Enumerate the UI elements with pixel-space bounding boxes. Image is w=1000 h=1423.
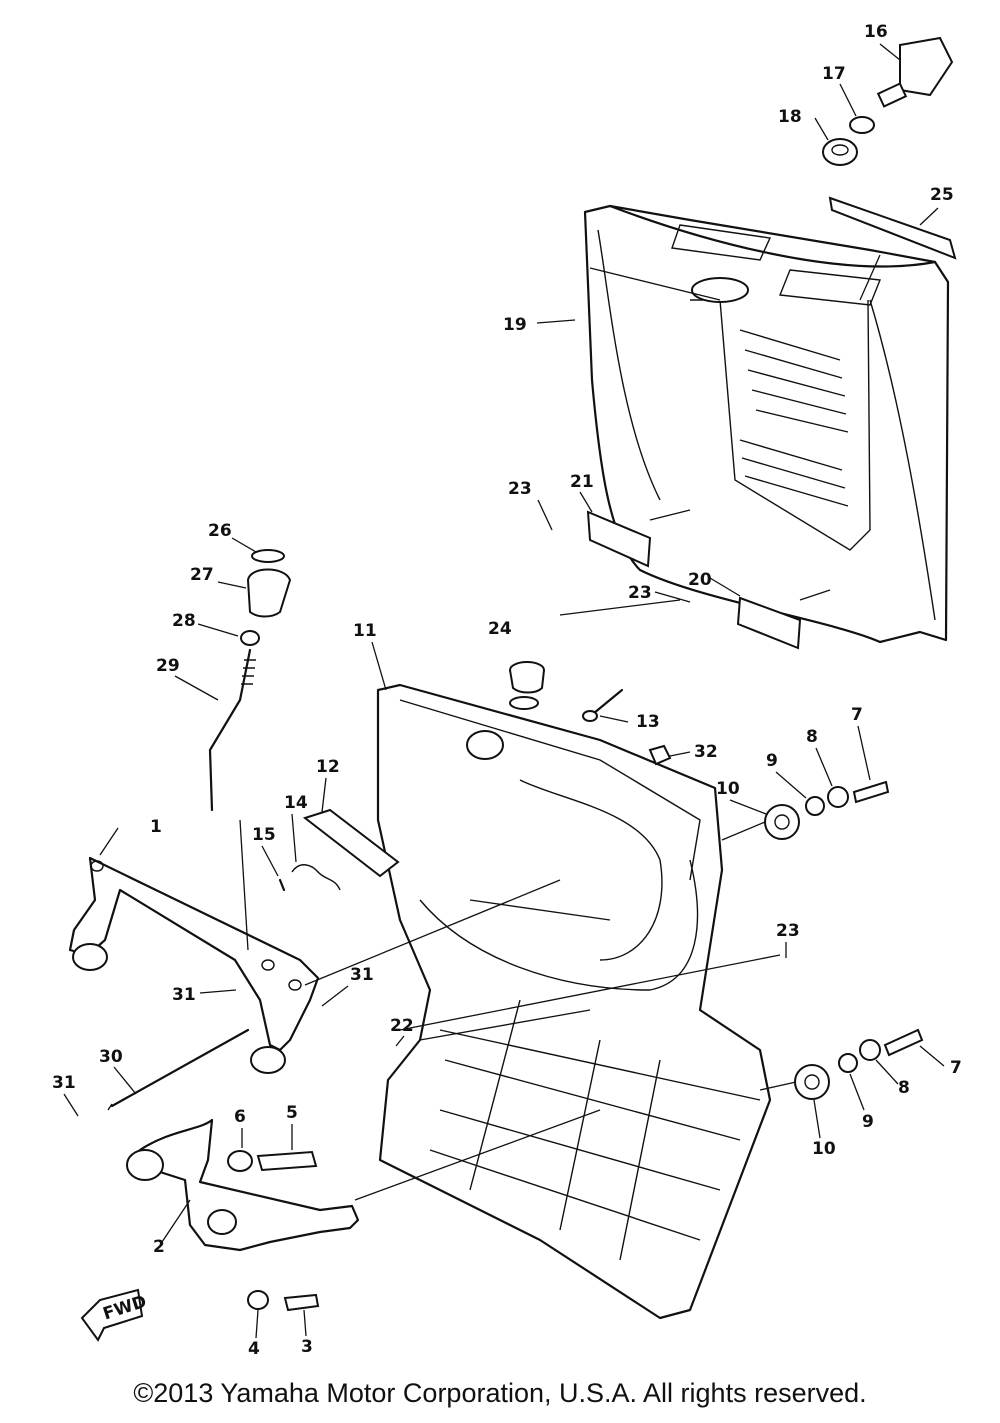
callout-13: 13	[636, 712, 660, 732]
callout-31a: 31	[172, 985, 196, 1005]
callout-31c: 31	[52, 1073, 76, 1093]
callout-23c: 23	[776, 921, 800, 941]
callout-17: 17	[822, 64, 846, 84]
arm-2	[126, 1118, 360, 1312]
callout-32: 32	[694, 742, 718, 762]
callout-8a: 8	[806, 727, 818, 747]
callout-leaders	[63, 43, 945, 1339]
callout-10b: 10	[812, 1139, 836, 1159]
callout-27: 27	[190, 565, 214, 585]
callout-29: 29	[156, 656, 180, 676]
callout-22: 22	[390, 1016, 414, 1036]
knob-assembly-top	[822, 36, 954, 166]
callout-23b: 23	[628, 583, 652, 603]
shift-knob-assembly	[208, 549, 292, 812]
knob-24	[509, 661, 545, 694]
callout-10a: 10	[716, 779, 740, 799]
nut-32	[648, 744, 672, 766]
callout-31b: 31	[350, 965, 374, 985]
callout-19: 19	[503, 315, 527, 335]
callout-3: 3	[301, 1337, 313, 1357]
gasket-12	[302, 808, 400, 878]
callout-24: 24	[488, 619, 512, 639]
callout-26: 26	[208, 521, 232, 541]
callout-2: 2	[153, 1237, 165, 1257]
spring-14	[291, 864, 341, 891]
callout-4: 4	[248, 1339, 260, 1359]
pin-15	[278, 878, 286, 892]
callout-9a: 9	[766, 751, 778, 771]
callout-11: 11	[353, 621, 377, 641]
copyright-notice: ©2013 Yamaha Motor Corporation, U.S.A. A…	[133, 1378, 867, 1408]
gasket-25	[828, 196, 957, 260]
lower-housing	[376, 683, 772, 1320]
parts-diagram: FWD 16 17 18 25 19 23 21 26 27 20 23 28 …	[52, 22, 962, 1359]
callout-30: 30	[99, 1047, 123, 1067]
callout-7a: 7	[851, 705, 863, 725]
callout-12: 12	[316, 757, 340, 777]
callout-8b: 8	[898, 1078, 910, 1098]
callout-9b: 9	[862, 1112, 874, 1132]
bracket-21	[586, 510, 652, 568]
callout-14: 14	[284, 793, 308, 813]
callout-7b: 7	[950, 1058, 962, 1078]
callout-20: 20	[688, 570, 712, 590]
bracket-1	[68, 856, 320, 1074]
upper-shroud	[583, 204, 950, 644]
callout-labels: 16 17 18 25 19 23 21 26 27 20 23 28 11 2…	[52, 22, 962, 1359]
bracket-20	[736, 596, 802, 650]
fwd-arrow: FWD	[80, 1288, 149, 1342]
callout-6: 6	[234, 1107, 246, 1127]
callout-5: 5	[286, 1103, 298, 1123]
callout-23a: 23	[508, 479, 532, 499]
callout-21: 21	[570, 472, 594, 492]
callout-25: 25	[930, 185, 954, 205]
rod-30	[110, 1028, 250, 1108]
callout-15: 15	[252, 825, 276, 845]
callout-1: 1	[150, 817, 162, 837]
mount-upper-right	[764, 780, 890, 840]
callout-28: 28	[172, 611, 196, 631]
mount-lower-right	[794, 1028, 924, 1100]
callout-18: 18	[778, 107, 802, 127]
callout-16: 16	[864, 22, 888, 42]
